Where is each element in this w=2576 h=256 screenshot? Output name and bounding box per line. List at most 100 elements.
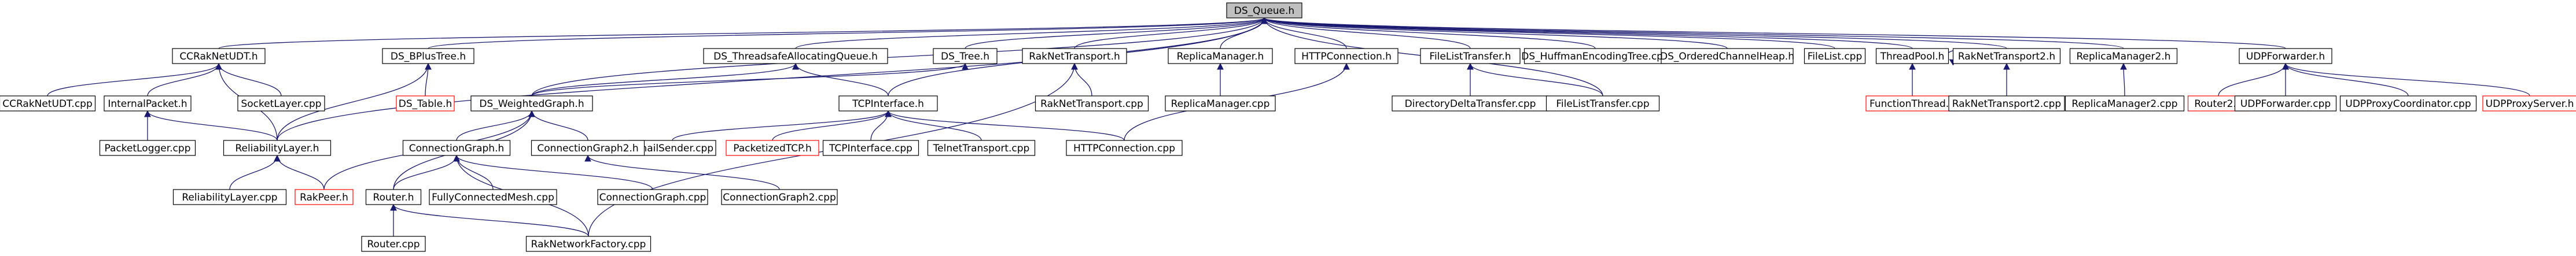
node-box: [531, 140, 645, 156]
edge-raknettransport2_h-to-queue: [1261, 17, 2007, 49]
node-orderedheap-h[interactable]: DS_OrderedChannelHeap.h: [1660, 48, 1794, 64]
node-label: RakNetTransport.cpp: [1040, 98, 1143, 110]
node-ccraknetudt-cpp[interactable]: CCRakNetUDT.cpp: [0, 95, 96, 112]
node-telnettransport-cpp[interactable]: TelnetTransport.cpp: [927, 140, 1036, 156]
node-label: DS_Table.h: [399, 98, 452, 110]
edge-ccraknetudt_cpp-to-ccraknetudt_h: [47, 62, 222, 97]
node-connectiongraph2-h[interactable]: ConnectionGraph2.h: [531, 140, 645, 156]
node-ds-table-h[interactable]: DS_Table.h: [396, 95, 455, 112]
node-box: [237, 95, 325, 112]
node-bplustree-h[interactable]: DS_BPlusTree.h: [382, 48, 474, 64]
dependency-edge: [425, 62, 432, 97]
node-label: InternalPacket.h: [108, 98, 187, 110]
node-box: [2239, 48, 2332, 64]
node-box: [726, 140, 819, 156]
edge-reliabilitylayer_h-to-bplustree_h: [277, 62, 432, 141]
node-httpconnection-cpp[interactable]: HTTPConnection.cpp: [1066, 140, 1183, 156]
node-box: [361, 236, 426, 252]
node-label: RakPeer.h: [300, 192, 348, 203]
node-replicamanager2-h[interactable]: ReplicaManager2.h: [2069, 48, 2178, 64]
node-router-h[interactable]: Router.h: [365, 189, 422, 205]
node-packetizedtcp-h[interactable]: PacketizedTCP.h: [726, 140, 819, 156]
node-udpproxyserver-h[interactable]: UDPProxyServer.h: [2482, 95, 2576, 112]
node-label: UDPProxyServer.h: [2486, 98, 2574, 110]
node-box: [1804, 48, 1866, 64]
node-fullyconnectedmesh-cpp[interactable]: FullyConnectedMesh.cpp: [429, 189, 557, 205]
dependency-edge: [965, 17, 1268, 49]
node-box: [99, 140, 196, 156]
node-label: Router.h: [373, 192, 414, 203]
dependency-edge: [792, 62, 889, 97]
node-udpforwarder-h[interactable]: UDPForwarder.h: [2239, 48, 2332, 64]
node-label: DS_ThreadsafeAllocatingQueue.h: [713, 51, 878, 62]
node-tcpinterface-cpp[interactable]: TCPInterface.cpp: [822, 140, 919, 156]
edge-socketlayer_cpp-to-ccraknetudt_h: [215, 62, 282, 97]
node-socketlayer-cpp[interactable]: SocketLayer.cpp: [237, 95, 325, 112]
node-packetlogger-cpp[interactable]: PacketLogger.cpp: [99, 140, 196, 156]
node-filelisttransfer-h[interactable]: FileListTransfer.h: [1420, 48, 1521, 64]
node-tcpinterface-h[interactable]: TCPInterface.h: [838, 95, 938, 112]
node-box: [597, 189, 708, 205]
node-box: [933, 48, 998, 64]
node-label: ReplicaManager2.cpp: [2071, 98, 2177, 110]
node-label: DS_WeightedGraph.h: [479, 98, 584, 110]
edge-reliabilitylayer_h-to-internalpacket_h: [144, 110, 278, 141]
dependency-edge: [2120, 62, 2127, 97]
node-box: [703, 48, 888, 64]
node-connectiongraph2-cpp[interactable]: ConnectionGraph2.cpp: [721, 189, 838, 205]
node-tsalloc-h[interactable]: DS_ThreadsafeAllocatingQueue.h: [703, 48, 888, 64]
edge-connectiongraph_cpp-to-connectiongraph_h: [453, 154, 653, 190]
dependency-edge: [1261, 17, 1471, 49]
node-replicamanager-cpp[interactable]: ReplicaManager.cpp: [1165, 95, 1276, 112]
node-replicamanager2-cpp[interactable]: ReplicaManager2.cpp: [2065, 95, 2185, 112]
edge-emailsender_cpp-to-tcpinterface_h: [672, 110, 892, 141]
node-raknettransport2-cpp[interactable]: RakNetTransport2.cpp: [1948, 95, 2065, 112]
node-label: DirectoryDeltaTransfer.cpp: [1405, 98, 1536, 110]
node-rakpeer-h[interactable]: RakPeer.h: [295, 189, 354, 205]
node-httpconnection-h[interactable]: HTTPConnection.h: [1294, 48, 1399, 64]
node-label: ConnectionGraph2.h: [537, 143, 638, 154]
node-functionthread-h[interactable]: FunctionThread.h: [1865, 95, 1959, 112]
node-ccraknetudt-h[interactable]: CCRakNetUDT.h: [172, 48, 266, 64]
node-replicamanager-h[interactable]: ReplicaManager.h: [1168, 48, 1273, 64]
edge-ccraknetudt_h-to-queue: [218, 17, 1268, 49]
edge-raknetworkfactory_cpp-to-router_h: [390, 203, 589, 237]
dependency-edge: [1074, 17, 1268, 49]
node-tree-h[interactable]: DS_Tree.h: [933, 48, 998, 64]
node-reliabilitylayer-cpp[interactable]: ReliabilityLayer.cpp: [172, 189, 287, 205]
node-box: [1022, 48, 1127, 64]
node-connectiongraph-cpp[interactable]: ConnectionGraph.cpp: [597, 189, 708, 205]
node-udpforwarder-cpp[interactable]: UDPForwarder.cpp: [2234, 95, 2337, 112]
node-connectiongraph-h[interactable]: ConnectionGraph.h: [402, 140, 511, 156]
node-raknetworkfactory-cpp[interactable]: RakNetworkFactory.cpp: [525, 236, 652, 252]
edge-udpproxycoord_cpp-to-udpforwarder_h: [2282, 62, 2409, 97]
dependency-edge: [531, 62, 799, 97]
edge-raknettransport_h-to-queue: [1074, 17, 1268, 49]
node-udpproxycoord-cpp[interactable]: UDPProxyCoordinator.cpp: [2339, 95, 2477, 112]
node-internalpacket-h[interactable]: InternalPacket.h: [104, 95, 192, 112]
node-box: [721, 189, 838, 205]
node-router-cpp[interactable]: Router.cpp: [361, 236, 426, 252]
node-raknettransport-cpp[interactable]: RakNetTransport.cpp: [1035, 95, 1149, 112]
node-label: EmailSender.cpp: [631, 143, 713, 154]
node-filelisttransfer-cpp[interactable]: FileListTransfer.cpp: [1545, 95, 1660, 112]
dependency-edge: [1261, 17, 2124, 49]
node-label: FileListTransfer.cpp: [1556, 98, 1649, 110]
dependency-edge: [218, 17, 1268, 49]
node-weightedgraph-h[interactable]: DS_WeightedGraph.h: [470, 95, 593, 112]
node-filelist-cpp[interactable]: FileList.cpp: [1804, 48, 1866, 64]
node-label: ConnectionGraph.cpp: [599, 192, 706, 203]
node-raknettransport2-h[interactable]: RakNetTransport2.h: [1952, 48, 2061, 64]
node-threadpool-h[interactable]: ThreadPool.h: [1875, 48, 1949, 64]
node-huffman-h[interactable]: DS_HuffmanEncodingTree.cpp: [1521, 48, 1669, 64]
dependency-edge: [531, 17, 1268, 97]
node-raknettransport-h[interactable]: RakNetTransport.h: [1022, 48, 1127, 64]
node-directorydelta-cpp[interactable]: DirectoryDeltaTransfer.cpp: [1392, 95, 1549, 112]
node-label: ConnectionGraph2.cpp: [723, 192, 836, 203]
node-reliabilitylayer-h[interactable]: ReliabilityLayer.h: [223, 140, 332, 156]
dependency-edge: [277, 62, 432, 141]
edge-httpconnection_cpp-to-tcpinterface_h: [885, 110, 1125, 141]
node-label: Router2.h: [2194, 98, 2242, 110]
